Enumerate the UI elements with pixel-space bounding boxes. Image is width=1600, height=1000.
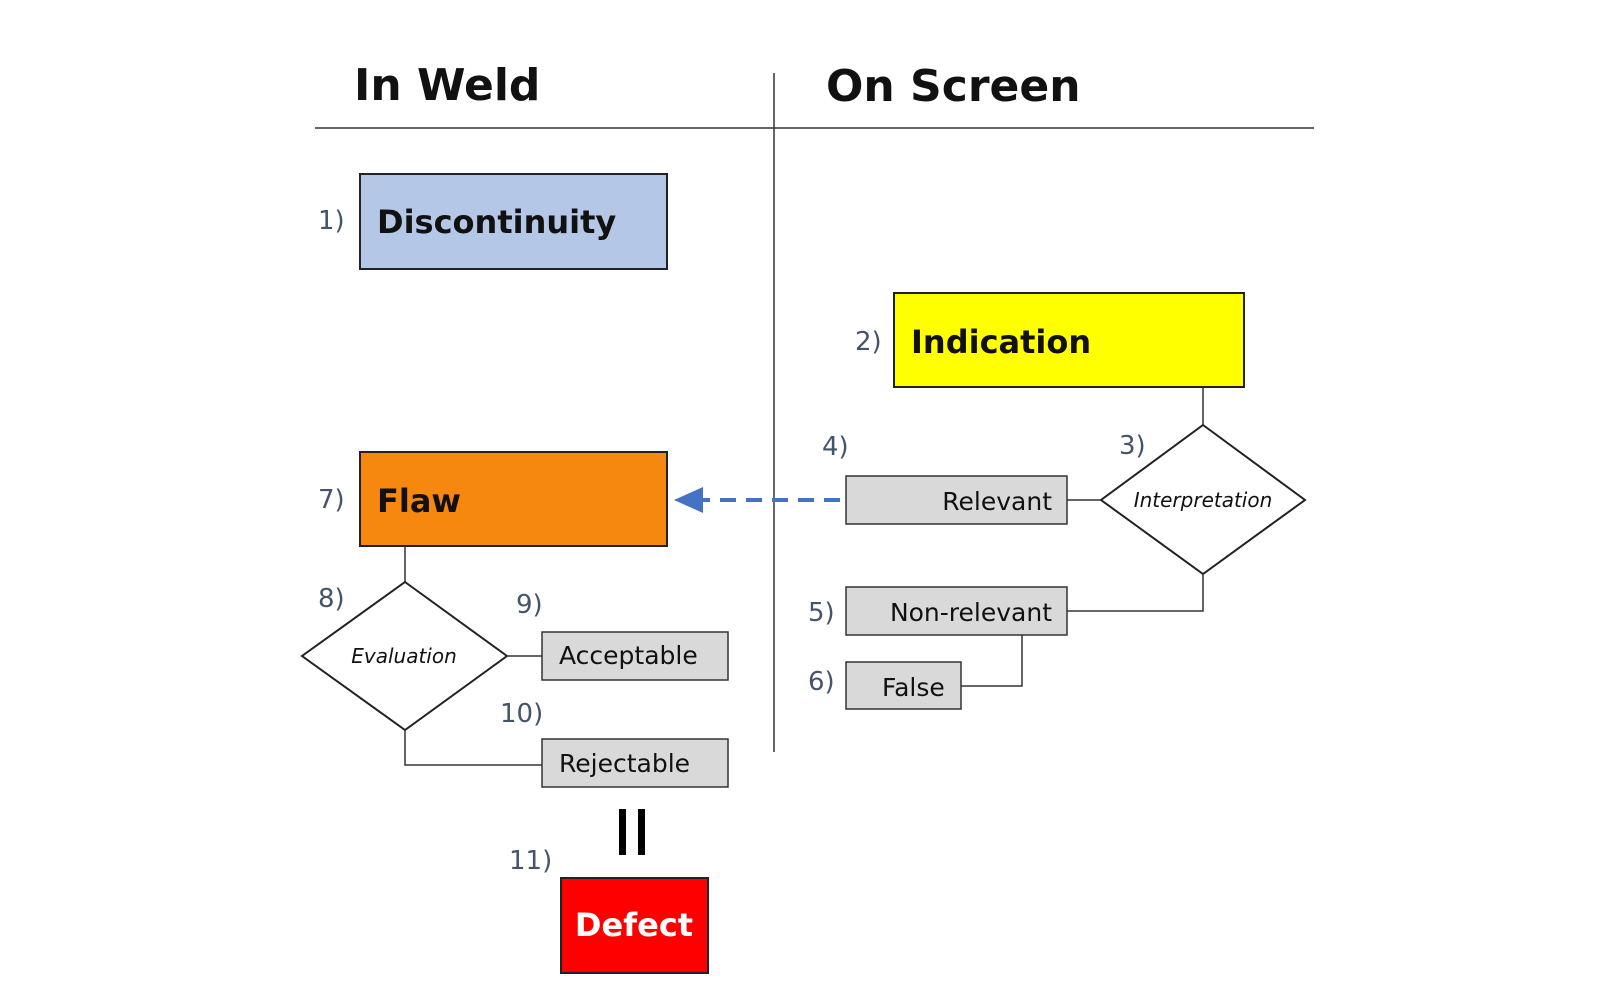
- rejectable-label: Rejectable: [559, 749, 690, 778]
- connector-interpretation-non-relevant: [1067, 574, 1204, 612]
- number-8: 8): [318, 584, 345, 614]
- rejectable-box: [541, 738, 729, 788]
- number-3: 3): [1119, 431, 1146, 461]
- defect-box: [560, 877, 709, 974]
- number-4: 4): [822, 432, 849, 462]
- equals-symbol: [619, 809, 645, 855]
- false-box: [845, 661, 962, 710]
- heading-in-weld: In Weld: [354, 60, 540, 111]
- evaluation-label: Evaluation: [351, 644, 457, 668]
- flaw-label: Flaw: [377, 482, 461, 520]
- acceptable-label: Acceptable: [559, 641, 698, 670]
- connector-evaluation-rejectable: [404, 730, 542, 766]
- interpretation-label: Interpretation: [1134, 488, 1273, 512]
- equals-bar-right: [638, 809, 645, 855]
- flaw-box: [359, 451, 668, 547]
- indication-label: Indication: [911, 323, 1091, 361]
- connector-non-relevant-false: [961, 635, 1023, 687]
- number-1: 1): [318, 206, 345, 236]
- number-6: 6): [808, 667, 835, 697]
- relevant-box: [845, 475, 1068, 525]
- defect-label: Defect: [575, 906, 693, 944]
- number-2: 2): [855, 327, 882, 357]
- discontinuity-label: Discontinuity: [377, 203, 616, 241]
- number-9: 9): [516, 590, 543, 620]
- number-11: 11): [509, 846, 552, 876]
- number-10: 10): [500, 699, 543, 729]
- relevant-label: Relevant: [942, 487, 1052, 516]
- discontinuity-box: [359, 173, 668, 270]
- number-7: 7): [318, 485, 345, 515]
- acceptable-box: [541, 631, 729, 681]
- number-5: 5): [808, 598, 835, 628]
- relevant-to-flaw-arrowhead: [674, 487, 703, 513]
- non-relevant-label: Non-relevant: [890, 598, 1052, 627]
- equals-bar-left: [619, 809, 626, 855]
- heading-on-screen: On Screen: [826, 61, 1081, 112]
- indication-box: [893, 292, 1245, 388]
- false-label: False: [882, 673, 945, 702]
